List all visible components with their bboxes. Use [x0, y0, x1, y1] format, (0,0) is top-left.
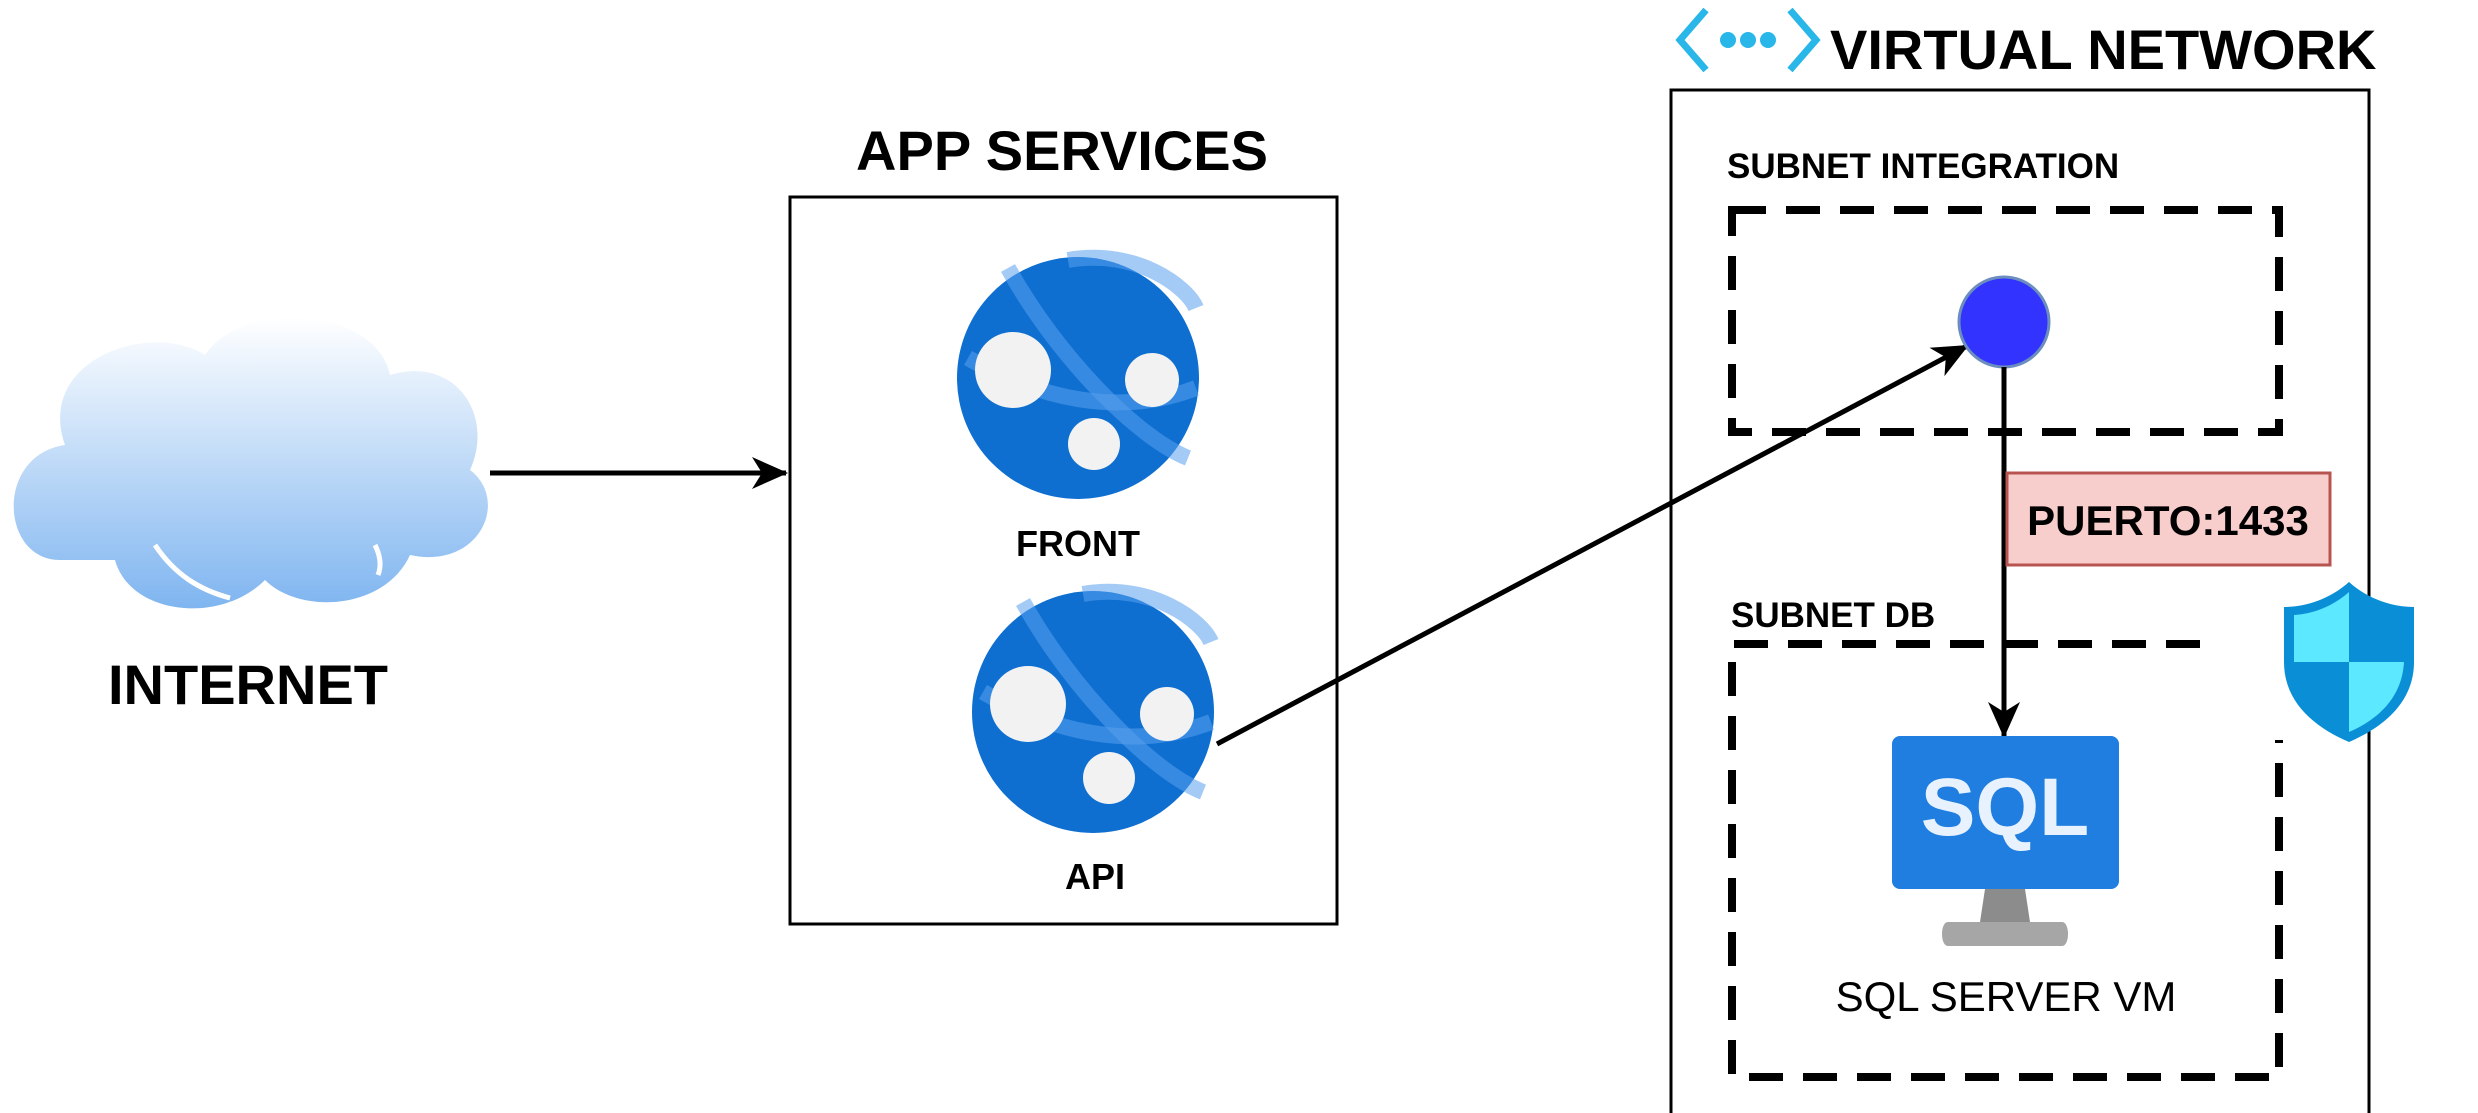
front-label: FRONT	[1016, 523, 1140, 564]
api-label: API	[1065, 856, 1125, 897]
app-services-title: APP SERVICES	[856, 119, 1268, 182]
sql-icon-text: SQL	[1921, 762, 2090, 853]
api-app-service-icon	[972, 583, 1219, 833]
virtual-network-icon	[1675, 7, 1821, 73]
sql-vm-monitor-icon: SQL	[1892, 736, 2119, 946]
port-label: PUERTO:1433	[2027, 497, 2309, 544]
front-app-service-icon	[957, 249, 1204, 499]
subnet-db-label: SUBNET DB	[1731, 596, 1935, 635]
internet-label: INTERNET	[108, 653, 388, 716]
integration-endpoint-dot	[1957, 275, 2051, 369]
app-services-box	[788, 195, 1339, 926]
api-to-integration-arrow	[1215, 343, 1969, 747]
port-label-box	[2005, 471, 2332, 567]
internet-cloud-icon	[13, 317, 488, 609]
sql-server-vm-label: SQL SERVER VM	[1836, 973, 2177, 1020]
virtual-network-title: VIRTUAL NETWORK	[1830, 18, 2377, 81]
network-security-group-shield-icon	[2284, 582, 2414, 742]
subnet-integration-label: SUBNET INTEGRATION	[1727, 147, 2119, 186]
